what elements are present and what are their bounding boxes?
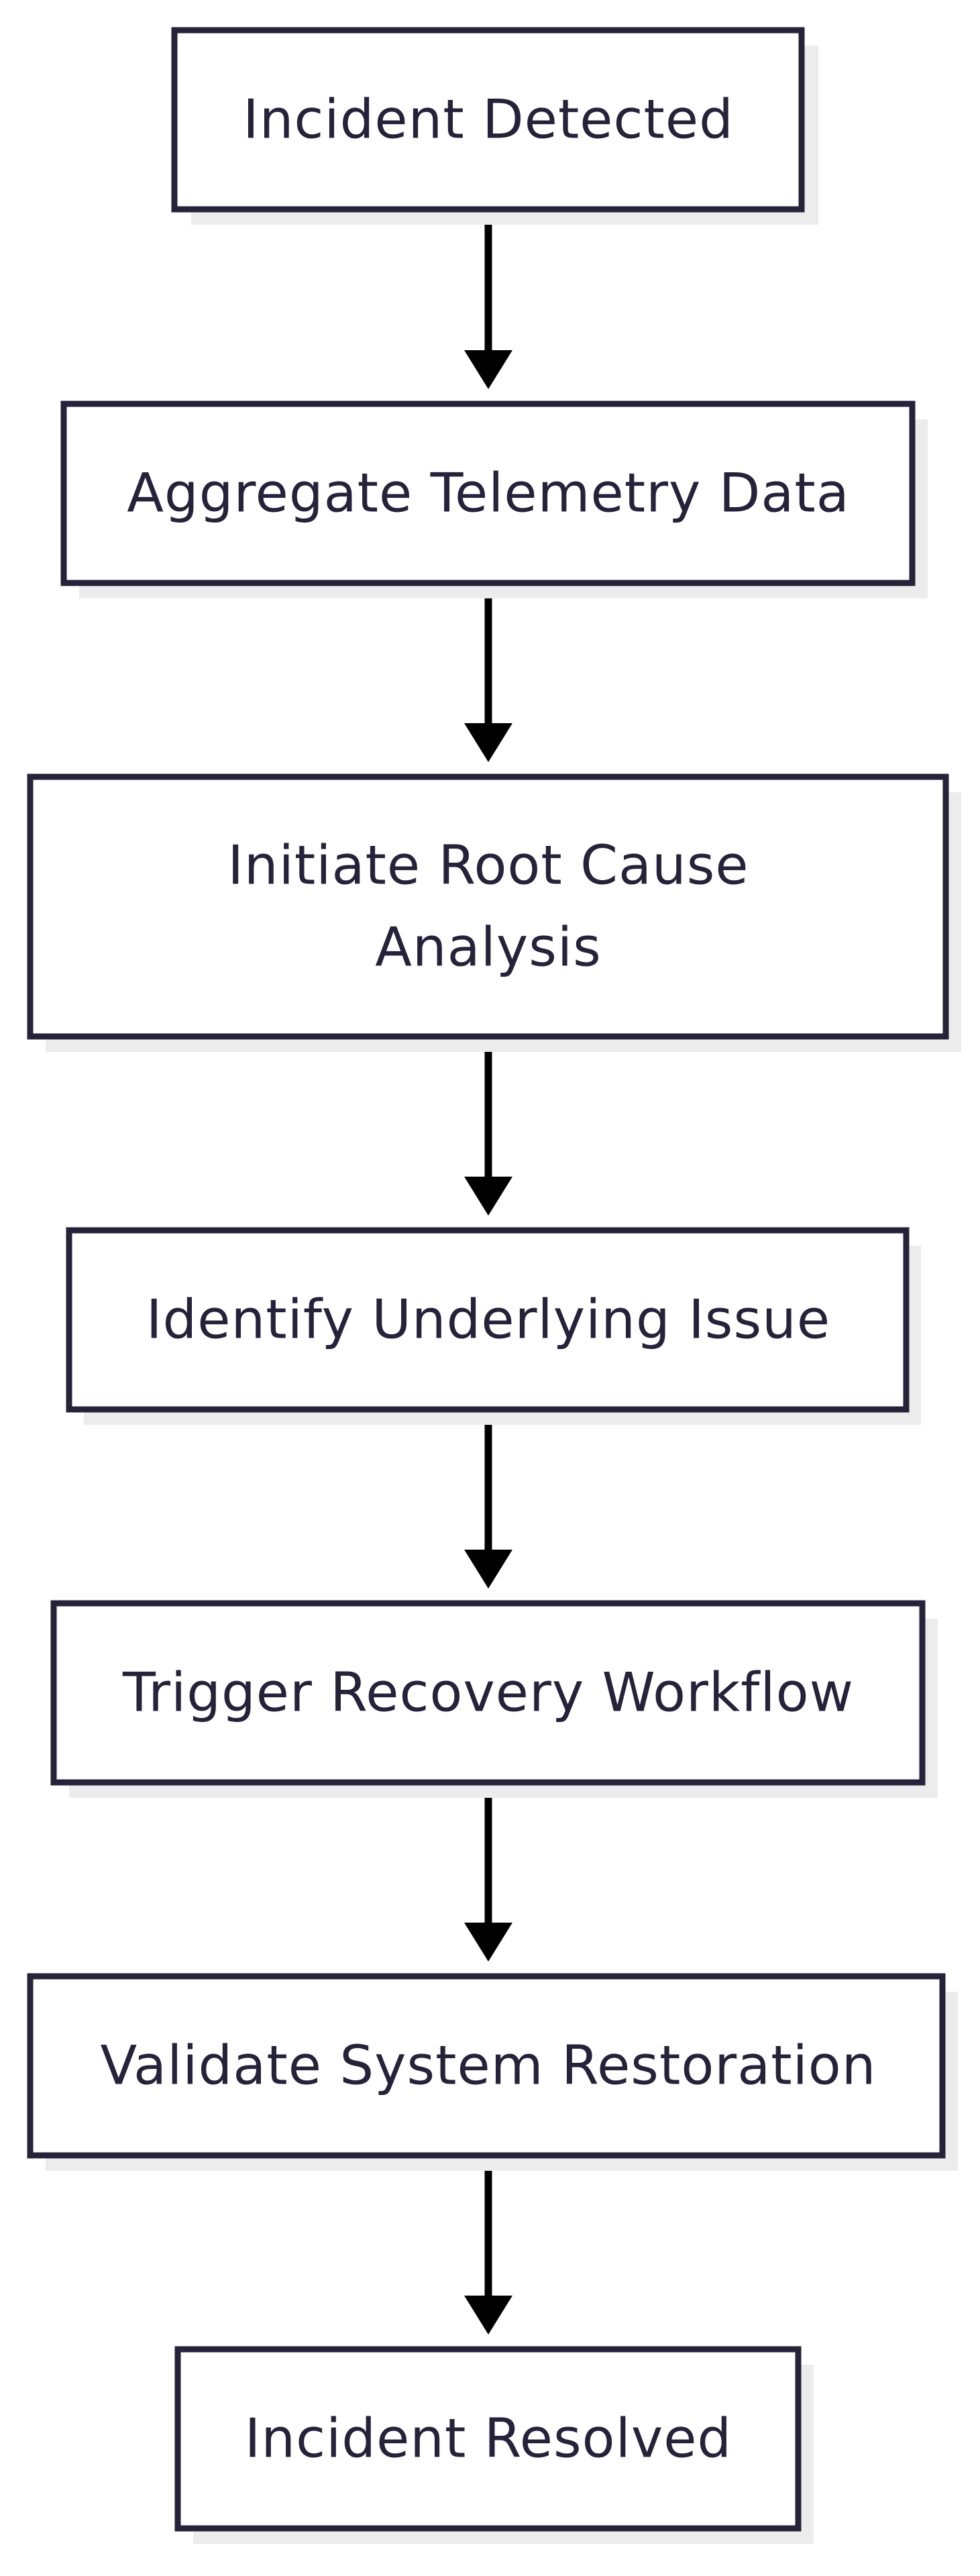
node-initiate-root-cause-analysis: Initiate Root Cause Analysis — [27, 773, 961, 1052]
node-aggregate-telemetry-data: Aggregate Telemetry Data — [60, 400, 928, 598]
node-label-trigger-recovery-workflow: Trigger Recovery Workflow — [122, 1662, 854, 1724]
node-trigger-recovery-workflow: Trigger Recovery Workflow — [50, 1600, 938, 1798]
node-label-validate-system-restoration: Validate System Restoration — [101, 2035, 877, 2097]
node-incident-resolved: Incident Resolved — [174, 2346, 814, 2544]
node-label-initiate-root-cause-analysis-line-1: Initiate Root Cause — [227, 835, 749, 897]
node-label-incident-resolved: Incident Resolved — [245, 2408, 732, 2470]
connector-aggregate-to-rca — [464, 585, 512, 762]
node-label-identify-underlying-issue: Identify Underlying Issue — [146, 1289, 830, 1351]
node-label-incident-detected: Incident Detected — [243, 89, 734, 151]
node-validate-system-restoration: Validate System Restoration — [27, 1973, 958, 2171]
connector-identify-to-trigger — [464, 1411, 512, 1589]
connector-trigger-to-validate — [464, 1784, 512, 1962]
connector-detected-to-aggregate — [464, 211, 512, 389]
connector-rca-to-identify — [464, 1038, 512, 1216]
node-identify-underlying-issue: Identify Underlying Issue — [66, 1227, 921, 1425]
connector-validate-to-resolved — [464, 2157, 512, 2334]
node-incident-detected: Incident Detected — [171, 27, 818, 225]
node-label-initiate-root-cause-analysis-line-2: Analysis — [375, 916, 602, 979]
node-label-aggregate-telemetry-data: Aggregate Telemetry Data — [127, 462, 850, 525]
